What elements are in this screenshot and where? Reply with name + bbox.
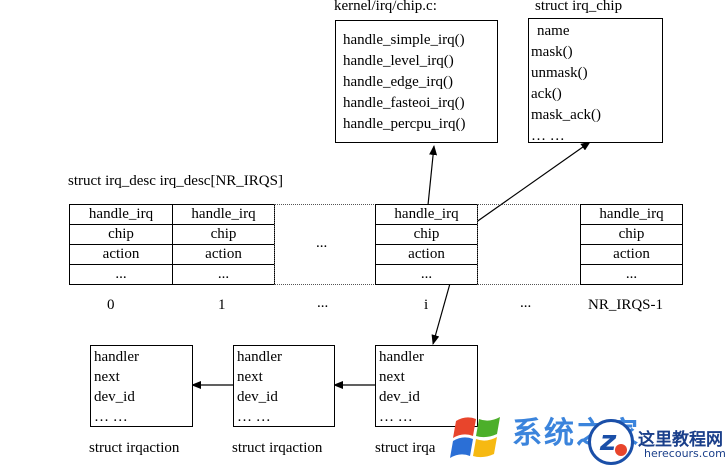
chip-file-item: handle_level_irq() [343, 53, 454, 69]
desc-cell-chip: chip [580, 224, 683, 245]
irqaction-field: … … [237, 409, 271, 425]
irqaction-field: dev_id [237, 389, 278, 405]
desc-cell-handle-irq: handle_irq [69, 204, 173, 225]
desc-cell-handle-irq: handle_irq [580, 204, 683, 225]
watermark-site-name: 这里教程网 [638, 430, 723, 450]
irq-chip-item: mask() [531, 44, 573, 60]
desc-cell-more: ... [172, 264, 275, 285]
windows-logo-icon [450, 417, 500, 458]
irq-chip-item: name [537, 23, 570, 39]
watermark-site-url: herecours.com [644, 447, 726, 460]
desc-cell-action: action [69, 244, 173, 265]
irq-chip-item: unmask() [531, 65, 588, 81]
chip-file-item: handle_percpu_irq() [343, 116, 466, 132]
irq-desc-title: struct irq_desc irq_desc[NR_IRQS] [68, 173, 283, 189]
herecours-logo-icon: z [588, 419, 634, 465]
irqaction-field: dev_id [94, 389, 135, 405]
desc-cell-handle-irq: handle_irq [375, 204, 478, 225]
irqaction-field: dev_id [379, 389, 420, 405]
irqaction-field: … … [94, 409, 128, 425]
irqaction-box-1: handler next dev_id … … [90, 345, 193, 427]
irq-index-label: ... [317, 295, 329, 311]
irq-chip-title: struct irq_chip [535, 0, 623, 14]
logo-letter-z: z [600, 424, 617, 457]
desc-cell-more: ... [580, 264, 683, 285]
irq-desc-gap-right [477, 204, 581, 285]
desc-cell-more: ... [375, 264, 478, 285]
irq-index-label: 1 [218, 297, 226, 313]
irq-index-label: i [424, 297, 429, 313]
irqaction-field: next [379, 369, 405, 385]
desc-cell-action: action [580, 244, 683, 265]
irq-chip-box: name mask() unmask() ack() mask_ack() … … [528, 18, 663, 144]
irqaction-field: next [94, 369, 120, 385]
irqaction-box-2: handler next dev_id … … [233, 345, 335, 427]
irq-chip-item: … … [531, 128, 565, 144]
irqaction-field: handler [237, 349, 282, 365]
chip-file-title: kernel/irq/chip.c: [334, 0, 437, 14]
chip-file-item: handle_simple_irq() [343, 32, 465, 48]
chip-file-item: handle_fasteoi_irq() [343, 95, 465, 111]
desc-cell-handle-irq: handle_irq [172, 204, 275, 225]
irqaction-caption: struct irqaction [232, 440, 323, 456]
irqaction-field: … … [379, 409, 413, 425]
desc-cell-more: ... [69, 264, 173, 285]
irqaction-caption: struct irqa [375, 440, 436, 456]
arrow-handle-irq-to-chip-c [427, 145, 438, 206]
irq-chip-item: mask_ack() [531, 107, 601, 123]
watermark: 系统之家 z 这里教程网 herecours.com [448, 405, 726, 467]
desc-cell-chip: chip [172, 224, 275, 245]
irq-index-label: ... [520, 295, 532, 311]
irq-chip-item: ack() [531, 86, 562, 102]
desc-cell-action: action [172, 244, 275, 265]
irq-desc-gap-text: ... [316, 235, 328, 251]
chip-file-item: handle_edge_irq() [343, 74, 453, 90]
desc-cell-chip: chip [69, 224, 173, 245]
chip-file-box: handle_simple_irq() handle_level_irq() h… [335, 20, 498, 143]
desc-cell-chip: chip [375, 224, 478, 245]
irqaction-field: handler [379, 349, 424, 365]
irq-index-label: 0 [107, 297, 115, 313]
irqaction-field: handler [94, 349, 139, 365]
logo-red-dot [615, 444, 627, 456]
irq-index-label: NR_IRQS-1 [588, 297, 664, 313]
irqaction-field: next [237, 369, 263, 385]
irqaction-box-3: handler next dev_id … … [375, 345, 478, 427]
irqaction-caption: struct irqaction [89, 440, 180, 456]
desc-cell-action: action [375, 244, 478, 265]
